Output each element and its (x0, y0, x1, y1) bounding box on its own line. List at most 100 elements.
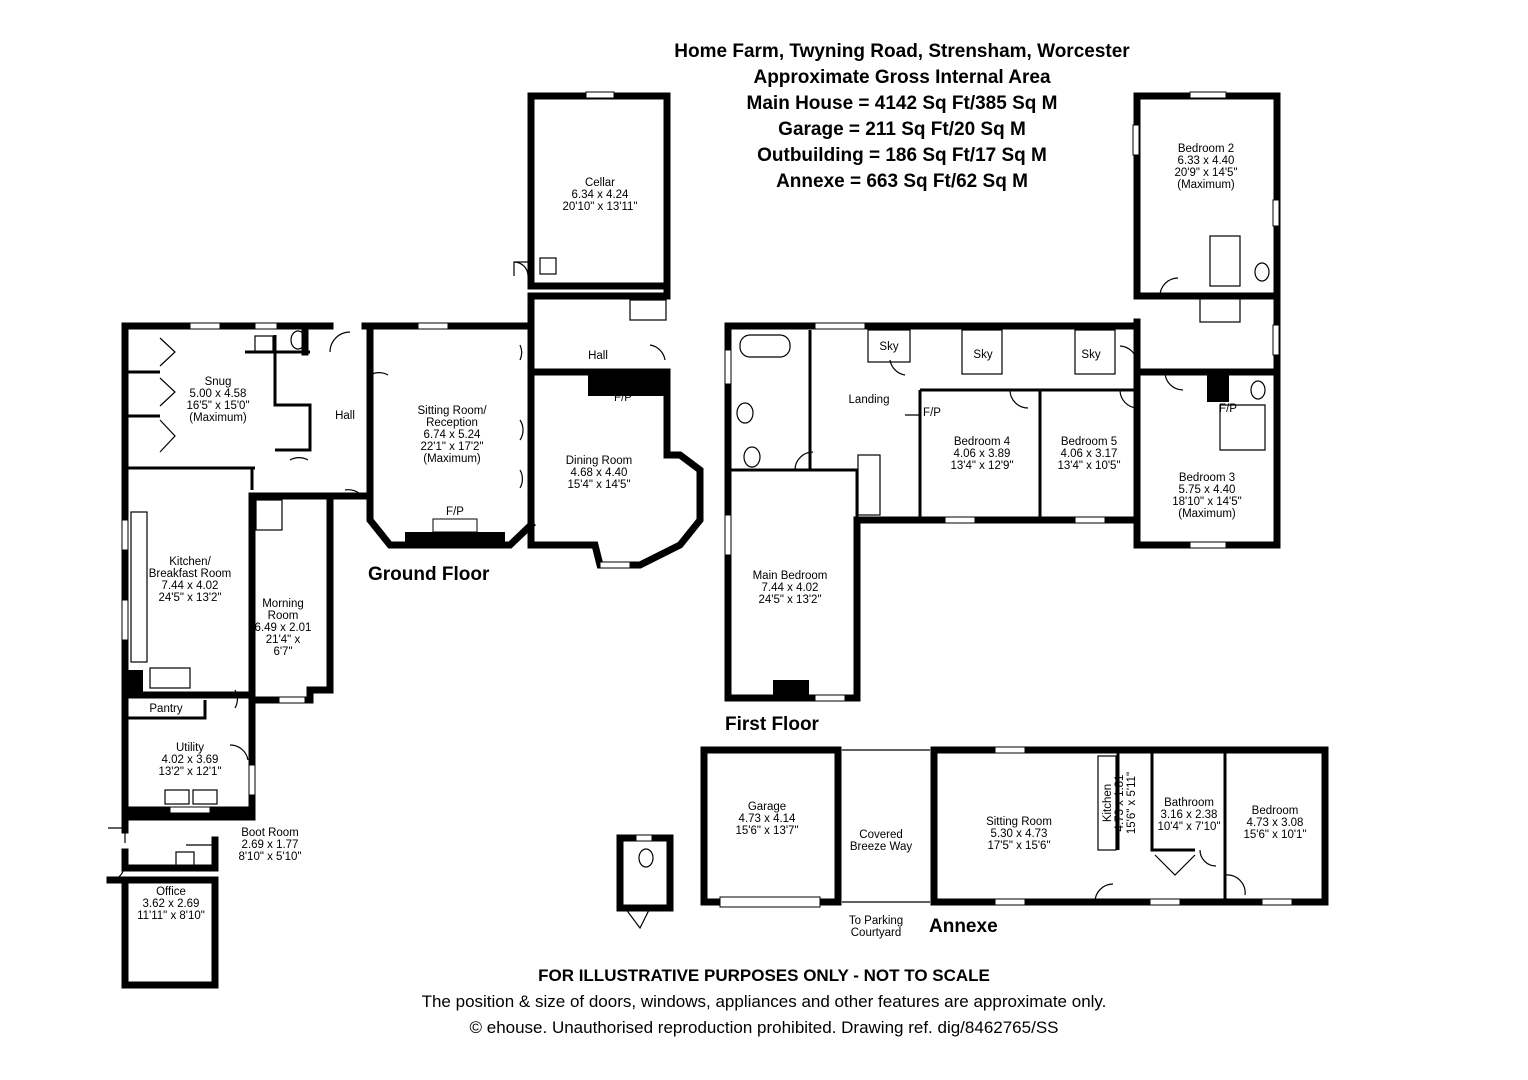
window (1189, 541, 1227, 549)
toilet (1250, 380, 1266, 400)
chimney-stack (125, 670, 143, 692)
plan-footer: FOR ILLUSTRATIVE PURPOSES ONLY - NOT TO … (422, 966, 1107, 1037)
breezeway-outline (842, 749, 930, 903)
bedroom2-walls (1133, 92, 1281, 300)
window (1149, 898, 1181, 906)
wc-basin (254, 335, 274, 353)
window (944, 516, 976, 524)
utility-sink-2 (192, 789, 218, 805)
bathroom-walls (728, 330, 859, 520)
ensuite-bedroom3 (1219, 404, 1266, 451)
window (994, 898, 1026, 906)
bedroom4-5-walls (918, 388, 1137, 520)
window (724, 514, 732, 556)
room-label-pantry: Pantry (149, 703, 182, 715)
first-floor-label: First Floor (725, 714, 820, 735)
door-swings (108, 331, 666, 881)
landing-stairs (857, 454, 881, 516)
east-wing-walls (1133, 92, 1281, 549)
room-label-hall-east: Hall (588, 350, 608, 362)
cellar-steps (539, 257, 557, 275)
svg-text:Kitchen: Kitchen (1102, 784, 1114, 822)
boot-room-sink (175, 851, 195, 867)
sitting-fp-label: F/P (446, 506, 464, 518)
fireplace-hearth (405, 532, 505, 545)
door-swing (513, 261, 531, 277)
sitting-room-walls (366, 322, 536, 549)
window (417, 322, 449, 330)
window (814, 694, 846, 702)
annexe-door-swings (1094, 849, 1246, 903)
window (121, 599, 129, 641)
ground-stairs (255, 499, 283, 531)
ground-floor-label: Ground Floor (368, 564, 490, 585)
cupboard-dividers (125, 370, 160, 418)
utility-sink (164, 789, 190, 805)
window (585, 91, 615, 99)
chimney-breast (588, 372, 667, 396)
area-annexe: Annexe = 663 Sq Ft/62 Sq M (776, 171, 1028, 192)
window (1272, 324, 1280, 356)
door-swings-first (794, 277, 1184, 471)
sky-label: Sky (879, 341, 898, 353)
window (994, 746, 1026, 754)
boot-room-walls (121, 813, 256, 872)
wc-toilet (290, 330, 306, 350)
first-floor-stairs (1199, 297, 1241, 323)
room-label-annexe-kitchen: Kitchen 4.73 x 1.8115'6" x 5'11" (1102, 772, 1138, 834)
room-label-landing: Landing (849, 394, 890, 406)
property-address: Home Farm, Twyning Road, Strensham, Worc… (674, 41, 1130, 62)
window (169, 806, 211, 814)
outbuilding-door (624, 907, 651, 930)
first-floor-plan: Sky Sky Sky F/P F/P First Floor (724, 91, 1281, 735)
area-outbuilding: Outbuilding = 186 Sq Ft/17 Sq M (757, 145, 1047, 166)
kitchen-worktop (130, 511, 148, 663)
fireplace (432, 518, 478, 533)
window (814, 322, 866, 330)
annexe-kitchen-units (1097, 755, 1117, 851)
window (254, 322, 278, 330)
hall-wall (273, 335, 312, 452)
wardrobe-doors (159, 337, 176, 453)
accuracy-note: The position & size of doors, windows, a… (422, 992, 1107, 1011)
cellar-stairs (629, 299, 667, 321)
disclaimer: FOR ILLUSTRATIVE PURPOSES ONLY - NOT TO … (538, 966, 990, 985)
garage-walls (700, 746, 842, 906)
outbuilding-plan (616, 834, 674, 930)
area-garage: Garage = 211 Sq Ft/20 Sq M (778, 119, 1026, 140)
window (599, 561, 631, 569)
window (1132, 124, 1140, 156)
area-title: Approximate Gross Internal Area (753, 67, 1050, 88)
window (189, 322, 221, 330)
window (1074, 516, 1106, 524)
window (1272, 199, 1280, 227)
toilet (1254, 262, 1270, 282)
annexe-label: Annexe (929, 916, 998, 937)
annexe-plan: Annexe (700, 746, 1329, 937)
bedroom3-fp-label: F/P (1219, 403, 1237, 415)
window (1189, 91, 1227, 99)
dining-fp-label: F/P (614, 392, 632, 404)
ensuite-shower (1209, 235, 1241, 287)
window (1261, 898, 1293, 906)
window (121, 519, 129, 551)
garage-door (719, 896, 821, 908)
dining-room-walls (527, 322, 704, 569)
north-wall-2 (361, 292, 671, 330)
window (278, 696, 306, 704)
pantry-wall (125, 700, 207, 720)
